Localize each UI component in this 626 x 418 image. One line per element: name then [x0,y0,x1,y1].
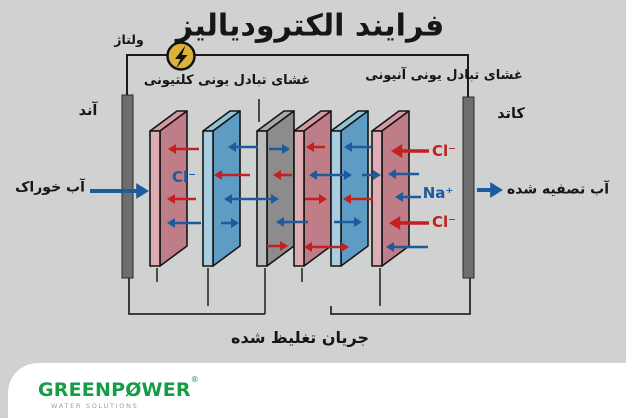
membrane-pink-1-edge [149,130,161,267]
chloride-ion-label-inner: Cl⁻ [171,167,197,186]
ion-arrow-head [136,183,149,199]
anode-label: آند [78,103,98,120]
ion-arrow-head [306,142,314,152]
logo-wordmark: GREENPØWER [38,379,191,401]
cathode-electrode [462,96,475,279]
ion-arrow-head [388,169,396,179]
ion-arrow-head [273,170,281,180]
membrane-blue-5-edge [330,130,342,267]
membrane-blue-5-face [340,110,369,267]
ion-arrow-head [395,192,403,202]
footer-panel: GREENPØWER® WATER SOLUTIONS [8,363,626,418]
anode-electrode [121,94,134,279]
membrane-pink-1-face [159,110,188,267]
ion-arrow-head [168,144,176,154]
chloride-ion-label-right-bottom: Cl⁻ [431,212,457,231]
concentrate-bracket-left [128,278,265,315]
ion-arrow-head [309,170,317,180]
chloride-ion-label-right-top: Cl⁻ [431,141,457,160]
logo: GREENPØWER® WATER SOLUTIONS [38,375,199,410]
voltage-label: ولتاژ [114,32,144,48]
ion-arrow-head [373,170,381,180]
ion-arrow-head [280,241,288,251]
ion-arrow-head [167,218,175,228]
circuit-wire-left [126,54,167,95]
ion-arrow-head [354,217,362,227]
ion-arrow-head [386,242,394,252]
ion-arrow-head [282,144,290,154]
circuit-wire-right [195,54,469,97]
ion-arrow-head [344,142,352,152]
cathode-label: کاتد [497,106,525,123]
cationic-membrane-label: غشای تبادل یونی کلتیونی [143,72,311,88]
ion-arrow-head [343,194,351,204]
ion-arrow-head [304,242,312,252]
page-title: فرایند الکترودیالیز [175,8,445,44]
ion-arrow-head [167,194,175,204]
ion-arrow-head [319,194,327,204]
anionic-membrane-label: غشای تبادل یونی آنیونی [365,67,523,83]
ion-arrow-head [214,170,222,180]
ion-arrow-head [391,144,403,158]
concentrate-bracket-right [330,278,471,315]
membrane-pink-4-face [303,110,332,267]
membrane-pink-6-face [381,110,410,267]
logo-tagline: WATER SOLUTIONS [51,402,139,410]
ion-arrow-head [224,194,232,204]
ion-arrow-head [344,170,352,180]
ion-arrow-head [341,242,349,252]
ion-arrow-head [490,182,503,198]
lightning-bolt-icon [175,45,188,69]
concentrate-stream-label: جریان تغلیظ شده [231,328,369,348]
membrane-pink-6-edge [371,130,383,267]
ion-arrow-head [276,217,284,227]
ion-arrow-head [228,142,236,152]
ion-arrow-head [231,218,239,228]
feed-water-label: آب خوراک [15,179,85,196]
membrane-blue-2-edge [202,130,214,267]
sodium-ion-label-right: Na⁺ [422,183,454,202]
ion-arrow-head [271,194,279,204]
ion-arrow-head [389,216,401,230]
registered-trademark-icon: ® [190,375,199,384]
membrane-pink-4-edge [293,130,305,267]
membrane-blue-2-face [212,110,241,267]
treated-water-label: آب تصفیه شده [506,181,610,198]
